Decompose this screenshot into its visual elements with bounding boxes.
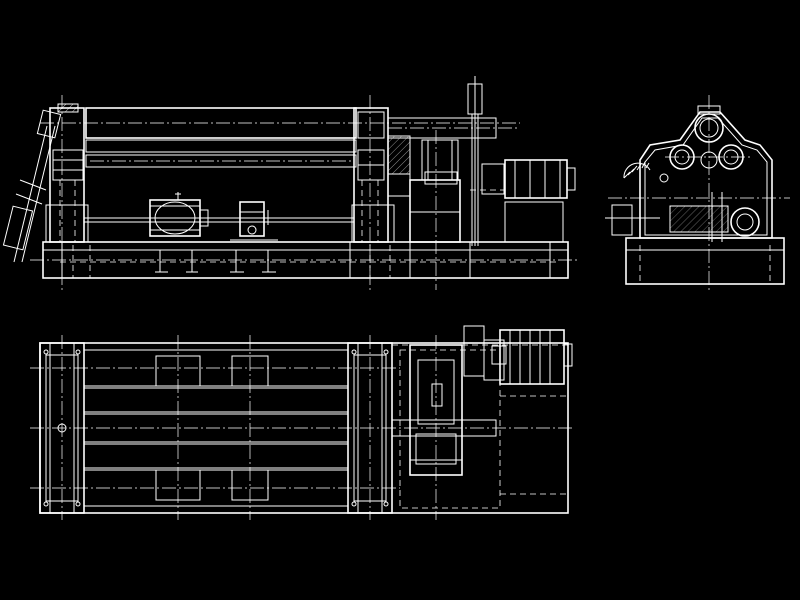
vertical-screw [467,76,483,246]
right-motor [470,159,576,243]
front-view [2,76,576,279]
side-drive-gear [730,207,760,237]
center-motor [149,192,209,273]
right-housing [353,107,389,243]
side-view [605,95,790,290]
lower-roll-1 [85,139,357,153]
left-housing [49,107,85,243]
lower-roll-2 [85,154,357,168]
main-gearbox [409,139,461,243]
gear-sector [623,162,651,179]
small-reducer [230,201,278,273]
plan-motor [463,325,573,385]
universal-joint-shaft [2,109,62,263]
top-view [30,325,575,520]
side-base [625,237,785,285]
